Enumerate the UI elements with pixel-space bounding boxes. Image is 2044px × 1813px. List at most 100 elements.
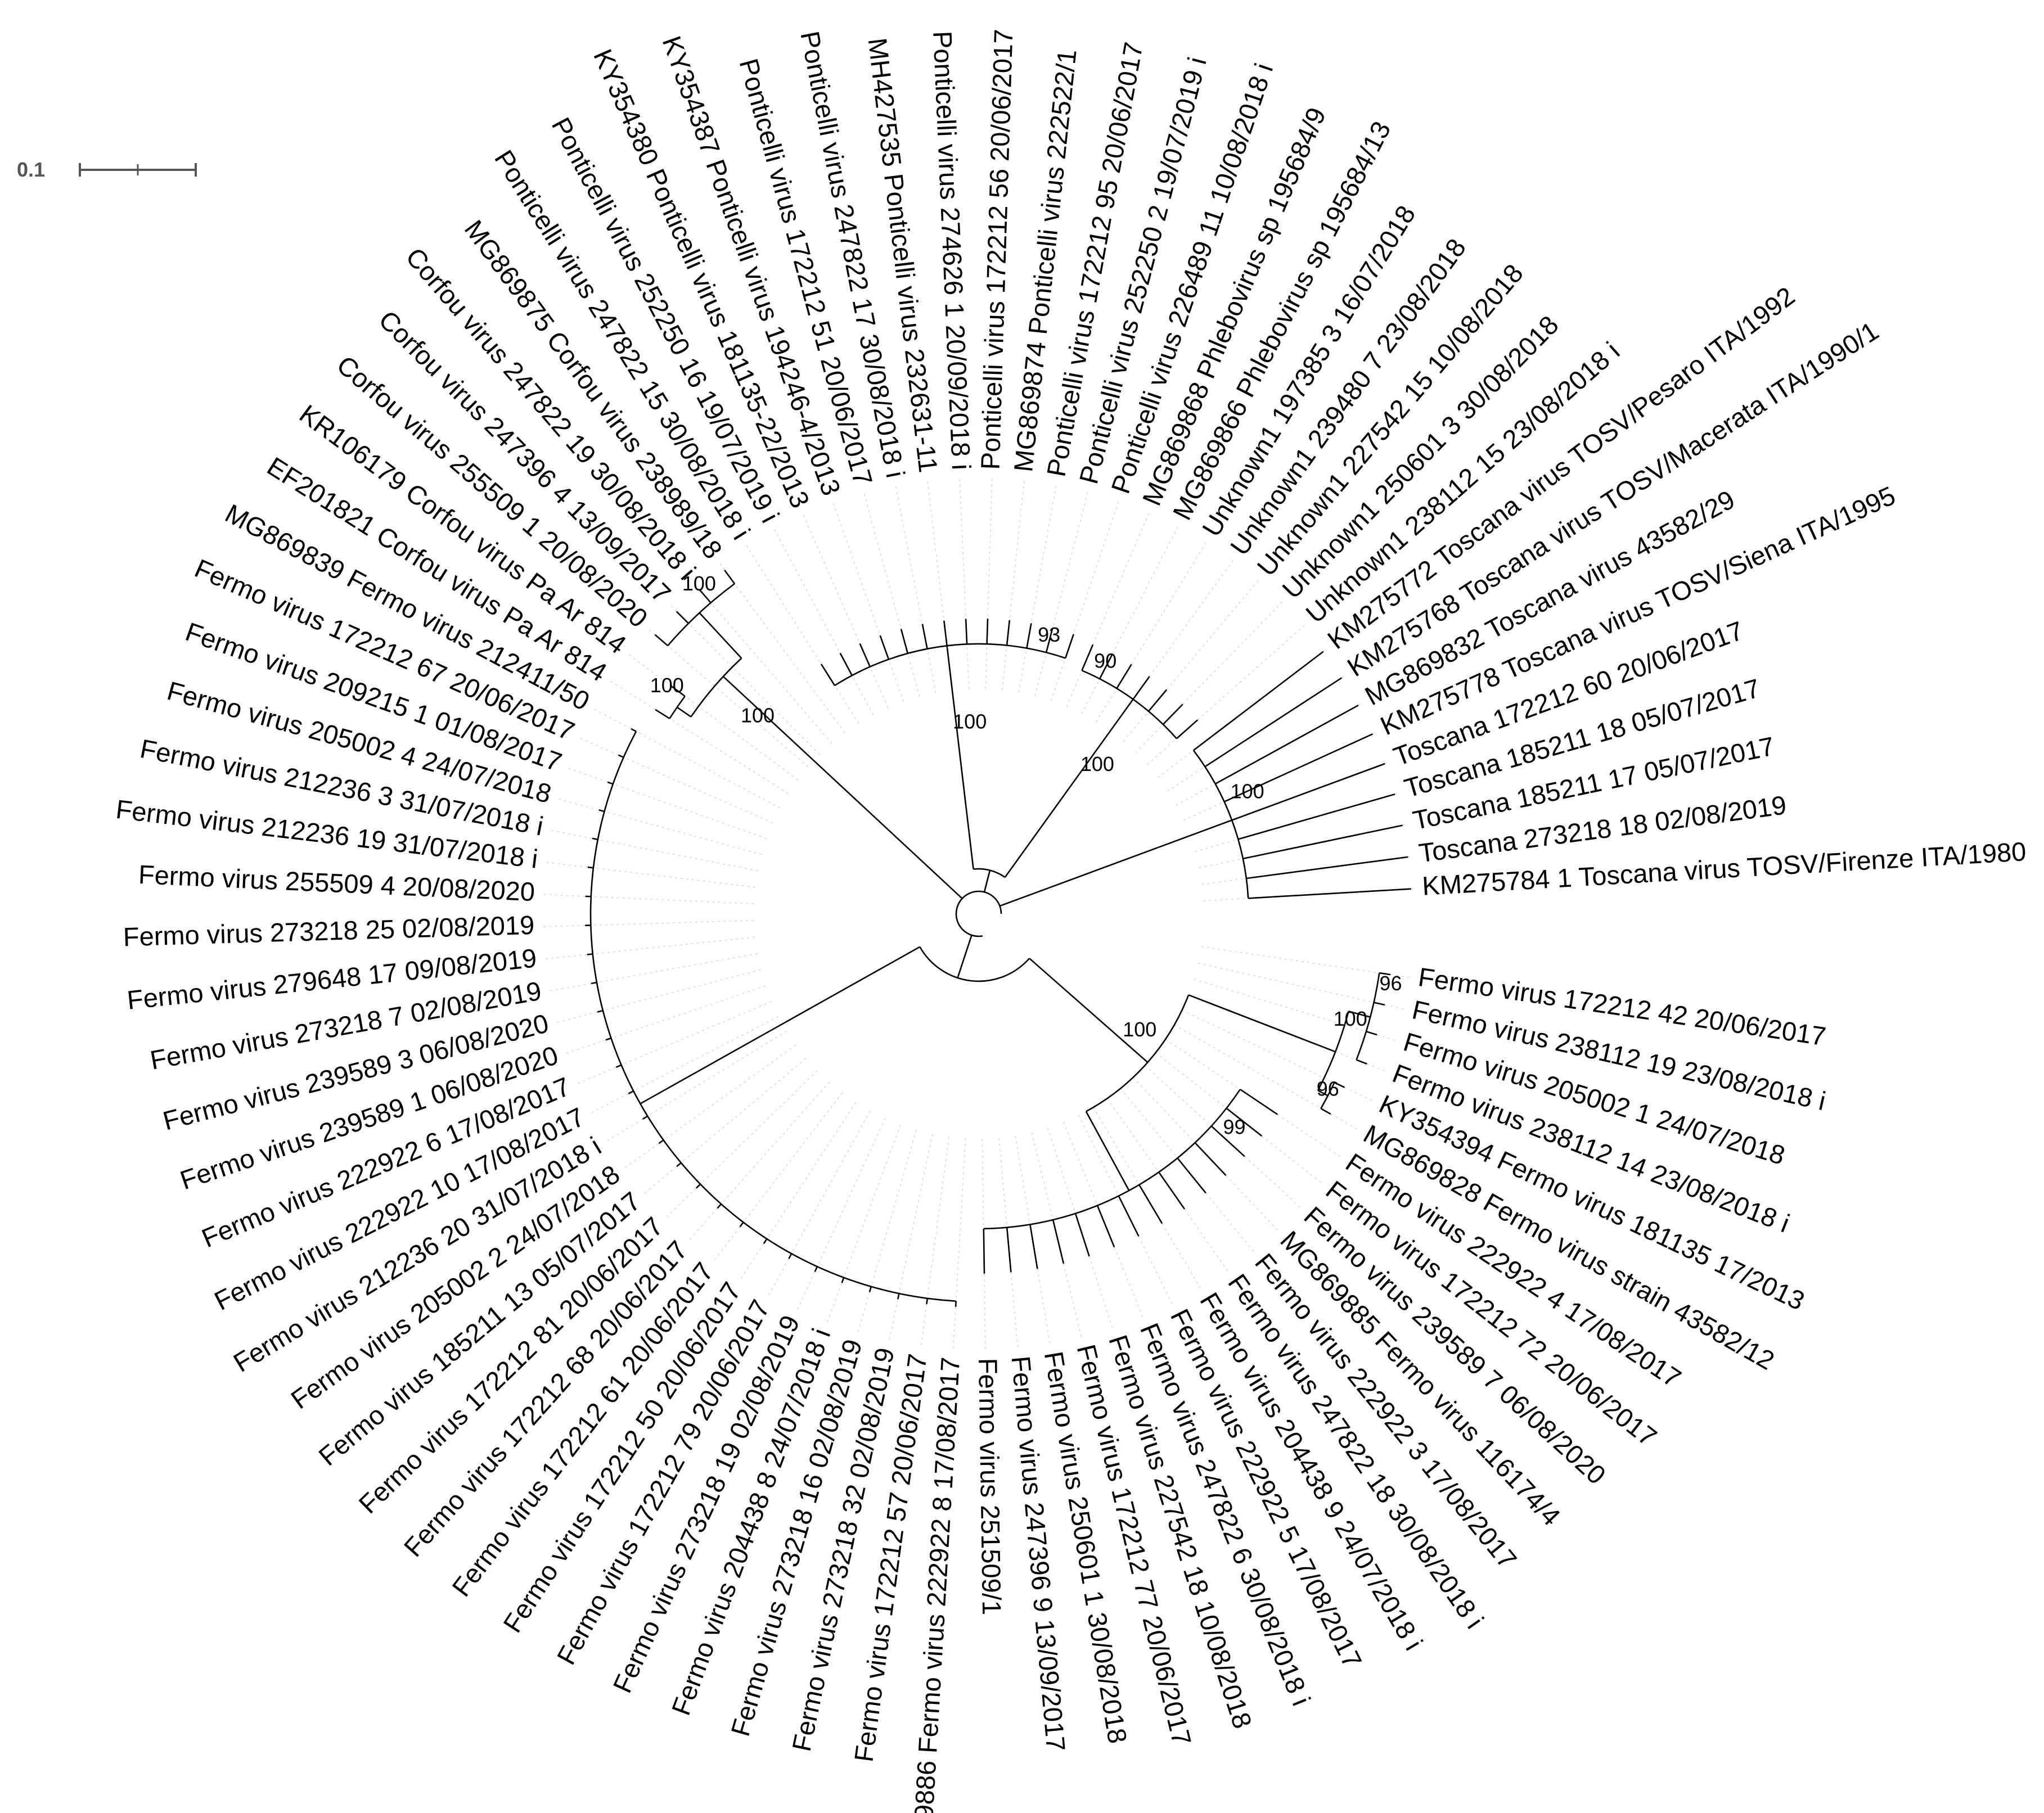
leaf-guide <box>577 736 773 824</box>
leaf-branch <box>1366 1030 1377 1036</box>
leaf-labels: KM275784 1 Toscana virus TOSV/Firenze IT… <box>114 29 2027 1813</box>
leaf-branch <box>1006 620 1011 646</box>
fermo-branch <box>1348 1011 1371 1018</box>
ponticelli-stem <box>946 646 974 869</box>
leaf-guide <box>1081 524 1180 714</box>
tree-branches <box>585 570 1411 1307</box>
bootstrap-value: 100 <box>682 572 716 595</box>
fermo-b-stem <box>1085 1111 1130 1191</box>
leaf-guide <box>739 1102 857 1282</box>
leaf-guide-lines <box>540 475 1417 1352</box>
leaf-guide <box>591 707 781 809</box>
leaf-branch <box>605 1037 611 1041</box>
leaf-branch <box>670 685 686 697</box>
bootstrap-value: 100 <box>1231 779 1264 802</box>
leaf-branch <box>763 1238 768 1244</box>
leaf-branch <box>592 837 598 841</box>
leaf-branch <box>986 619 989 644</box>
leaf-branch <box>615 1064 622 1068</box>
leaf-label: Ponticelli virus 172212 56 20/06/2017 <box>975 29 1019 470</box>
leaf-guide <box>1176 702 1363 806</box>
leaf-branch <box>897 1293 900 1300</box>
leaf-guide <box>548 829 758 872</box>
leaf-branch <box>1210 1125 1245 1157</box>
scale-bar: 0.1 <box>17 158 197 181</box>
leaf-branch <box>655 709 670 719</box>
leaf-branch <box>1320 1108 1331 1115</box>
leaf-branch <box>1052 1219 1065 1264</box>
leaf-branch <box>676 611 689 624</box>
bootstrap-value: 100 <box>650 674 684 697</box>
leaf-branch <box>926 1298 929 1305</box>
leaf-guide <box>1034 489 1089 696</box>
fermo-right-stem <box>1029 958 1149 1063</box>
leaf-guide <box>1096 539 1208 723</box>
leaf-branch <box>1132 676 1150 700</box>
leaf-guide <box>540 894 754 904</box>
leaf-branch <box>658 1139 664 1144</box>
bootstrap-value: 100 <box>1334 1007 1367 1030</box>
bootstrap-value: 96 <box>1317 1077 1339 1100</box>
leaf-branch <box>739 1221 744 1228</box>
leaf-branch <box>631 728 637 732</box>
leaf-branch <box>717 1203 722 1209</box>
leaf-guide <box>1047 1128 1114 1332</box>
leaf-guide <box>1002 477 1025 691</box>
leaf-guide <box>553 969 761 1024</box>
leaf-guide <box>744 542 859 724</box>
leaf-branch <box>1148 689 1168 712</box>
leaf-branch <box>868 1286 872 1292</box>
bootstrap-value: 100 <box>741 704 775 727</box>
leaf-guide <box>540 920 754 927</box>
corfou-arc <box>690 657 742 718</box>
leaf-guide <box>888 1134 933 1343</box>
leaf-branch <box>1226 1107 1263 1137</box>
bootstrap-value: 100 <box>1080 752 1114 775</box>
leaf-branch <box>642 1115 648 1120</box>
leaf-branch <box>1064 634 1074 659</box>
leaf-guide <box>1174 1025 1361 1131</box>
leaf-branch <box>1231 763 1385 821</box>
leaf-guide <box>920 1136 949 1349</box>
leaf-guide <box>1135 599 1285 753</box>
leaf-guide <box>562 985 766 1055</box>
leaf-guide <box>795 1118 886 1313</box>
leaf-guide <box>574 1001 772 1085</box>
leaf-guide <box>565 766 767 839</box>
scale-bar-label: 0.1 <box>17 158 45 181</box>
leaf-branch <box>788 1253 793 1259</box>
leaf-branch <box>699 589 712 603</box>
leaf-branch <box>1379 972 1391 976</box>
fermo-stem <box>957 935 973 978</box>
leaf-guide <box>542 936 755 960</box>
leaf-guide <box>717 561 845 733</box>
leaf-branch <box>943 620 948 646</box>
leaf-label: Fermo virus 273218 25 02/08/2019 <box>123 910 535 952</box>
leaf-branch <box>1240 1089 1278 1115</box>
leaf-branch <box>900 629 909 654</box>
leaf-branch <box>1334 1081 1345 1088</box>
leaf-guide <box>642 1058 807 1196</box>
leaf-guide <box>857 1130 917 1336</box>
leaf-guide <box>687 1081 830 1243</box>
leaf-branch <box>1026 623 1032 648</box>
toscana-stem <box>1000 819 1232 907</box>
leaf-branch <box>1138 1184 1163 1224</box>
leaf-branch <box>965 619 968 644</box>
leaf-guide <box>1194 978 1399 1042</box>
fermo-branch <box>1317 1089 1329 1097</box>
leaf-branch <box>618 754 624 758</box>
root-arc <box>955 890 1002 937</box>
leaf-branch <box>1096 1205 1115 1248</box>
leaf-branch <box>841 1277 845 1283</box>
phlebo-arc <box>1081 670 1177 739</box>
leaf-branch <box>628 1090 634 1094</box>
leaf-branch <box>1081 644 1094 671</box>
leaf-branch <box>654 634 669 647</box>
leaf-branch <box>1193 651 1324 751</box>
leaf-guide <box>555 797 762 855</box>
leaf-branch <box>1074 1213 1090 1257</box>
leaf-branch <box>1158 1171 1186 1210</box>
leaf-branch <box>1176 719 1199 739</box>
leaf-guide <box>1050 498 1120 701</box>
